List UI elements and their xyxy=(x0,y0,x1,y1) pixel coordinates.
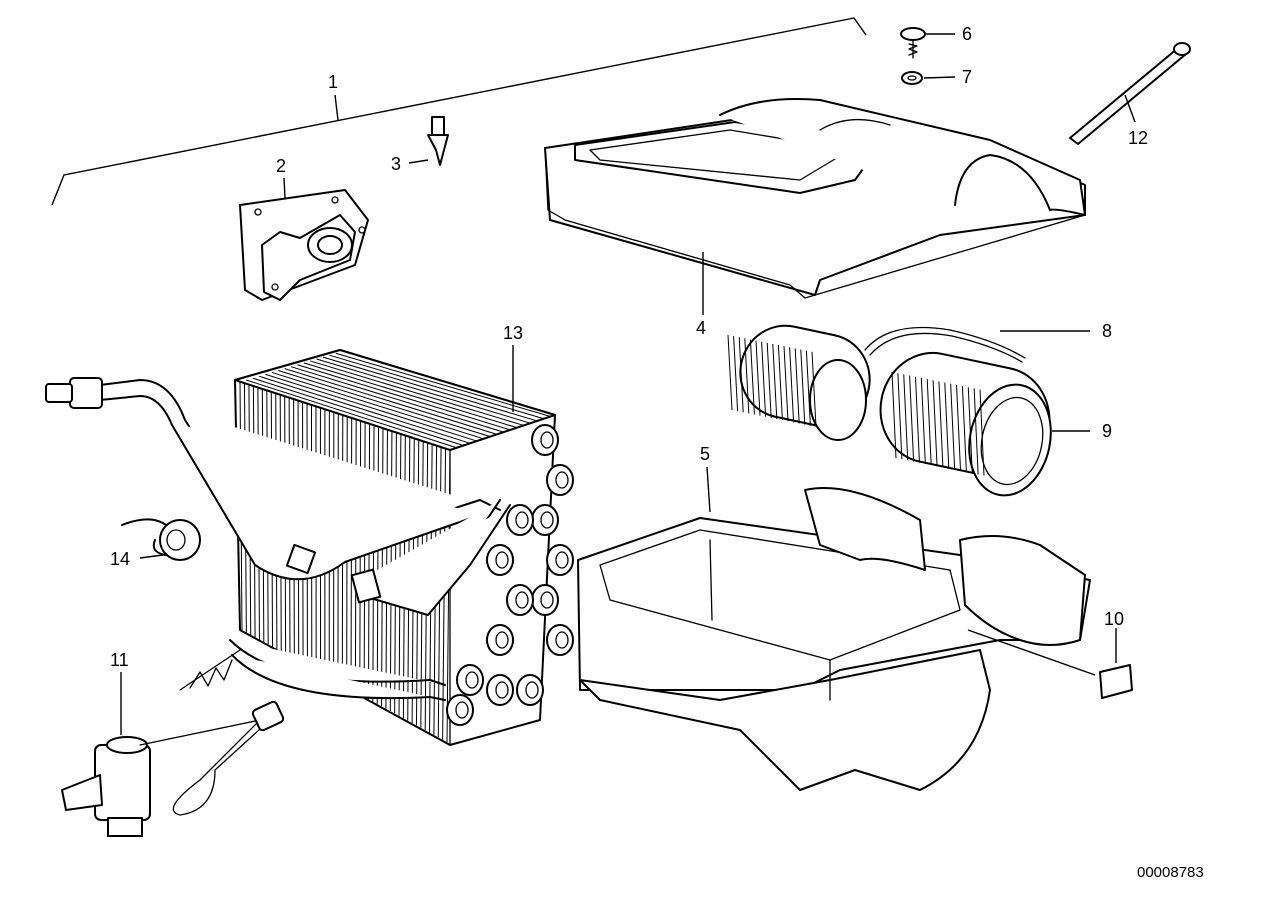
part-label-10: 10 xyxy=(1104,609,1124,629)
clip-part xyxy=(427,116,449,166)
rod-part xyxy=(1069,42,1191,145)
reference-code: 00008783 xyxy=(1137,864,1204,881)
small-clip-part xyxy=(1099,664,1133,699)
part-label-7: 7 xyxy=(962,67,972,87)
part-label-6: 6 xyxy=(962,24,972,44)
part-label-5: 5 xyxy=(700,444,710,464)
part-label-4: 4 xyxy=(696,318,706,338)
insulation-tape-part xyxy=(121,518,201,561)
part-label-1: 1 xyxy=(328,72,338,92)
refrigerant-pipe xyxy=(45,377,511,701)
part-label-13: 13 xyxy=(503,323,523,343)
part-label-11: 11 xyxy=(110,650,129,670)
part-label-3: 3 xyxy=(391,154,401,174)
washer-part xyxy=(901,71,923,85)
blower-motor-part xyxy=(739,324,1052,497)
upper-housing-part xyxy=(544,98,1086,299)
group-bracket xyxy=(51,17,867,206)
evaporator-return-bends xyxy=(446,424,574,726)
screw-part xyxy=(900,27,926,59)
part-label-8: 8 xyxy=(1102,321,1112,341)
fan-wheel-vanes xyxy=(727,334,985,476)
part-label-2: 2 xyxy=(276,156,286,176)
mounting-bracket-part xyxy=(239,189,369,301)
lower-housing-part xyxy=(577,487,1091,791)
part-label-9: 9 xyxy=(1102,421,1112,441)
expansion-valve-part xyxy=(61,649,285,837)
part-label-12: 12 xyxy=(1128,128,1148,148)
part-label-14: 14 xyxy=(110,549,130,569)
